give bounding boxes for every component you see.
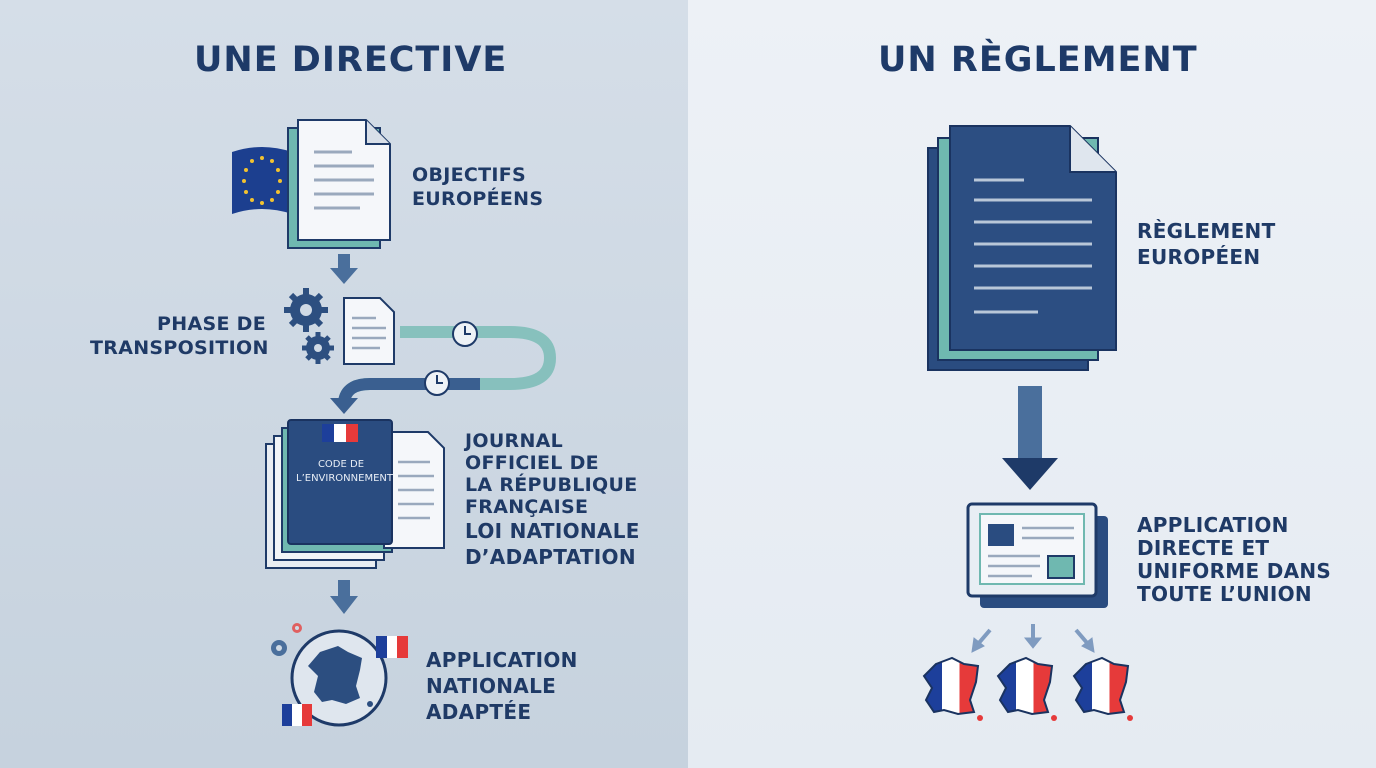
- small-arrows: [971, 624, 1095, 653]
- french-flag-icon: [282, 704, 312, 726]
- direct-application-label: APPLICATION DIRECTE ET UNIFORME DANS TOU…: [1137, 513, 1332, 606]
- national-application-label: APPLICATION NATIONALE ADAPTÉE: [426, 648, 578, 724]
- reglement-illustration: [922, 125, 1133, 721]
- clock-icon: [424, 370, 450, 396]
- france-map-icon: [1072, 656, 1133, 721]
- reglement-title: UN RÈGLEMENT: [878, 40, 1198, 80]
- directive-title: UNE DIRECTIVE: [194, 40, 508, 80]
- transposition-phase-label: PHASE DE TRANSPOSITION: [90, 313, 269, 359]
- eu-flag-icon: [232, 147, 292, 214]
- transposition-timeline: [330, 326, 557, 414]
- arrow-down-1: [330, 254, 358, 284]
- directive-panel: UNE DIRECTIVE: [0, 0, 688, 768]
- arrow-down-3: [330, 580, 358, 614]
- application-screen-icon: [966, 502, 1108, 608]
- european-objectives-label: OBJECTIFS EUROPÉENS: [412, 164, 544, 210]
- national-adaptation-law-label: LOI NATIONALE D’ADAPTATION: [465, 519, 640, 569]
- france-map-icon: [922, 656, 983, 721]
- regulation-document-icon: [927, 125, 1117, 371]
- european-regulation-label: RÈGLEMENT EUROPÉEN: [1137, 219, 1276, 269]
- arrow-down-main: [1002, 386, 1058, 490]
- code-book-stack-icon: [265, 419, 445, 569]
- clock-icon: [452, 321, 478, 347]
- transposition-document-icon: [343, 297, 395, 365]
- france-map-icon: [996, 656, 1057, 721]
- directive-illustration: [232, 119, 557, 727]
- gears-icon: [284, 288, 334, 364]
- france-globe-icon: [290, 629, 388, 727]
- journal-officiel-label: JOURNAL OFFICIEL DE LA RÉPUBLIQUE FRANÇA…: [465, 430, 638, 518]
- french-flag-icon: [376, 636, 408, 658]
- book-cover-text: CODE DE L’ENVIRONNEMENT: [296, 459, 393, 484]
- european-document-icon: [287, 119, 391, 249]
- reglement-panel: UN RÈGLEMENT: [688, 0, 1376, 768]
- small-gears-icon: [271, 623, 302, 656]
